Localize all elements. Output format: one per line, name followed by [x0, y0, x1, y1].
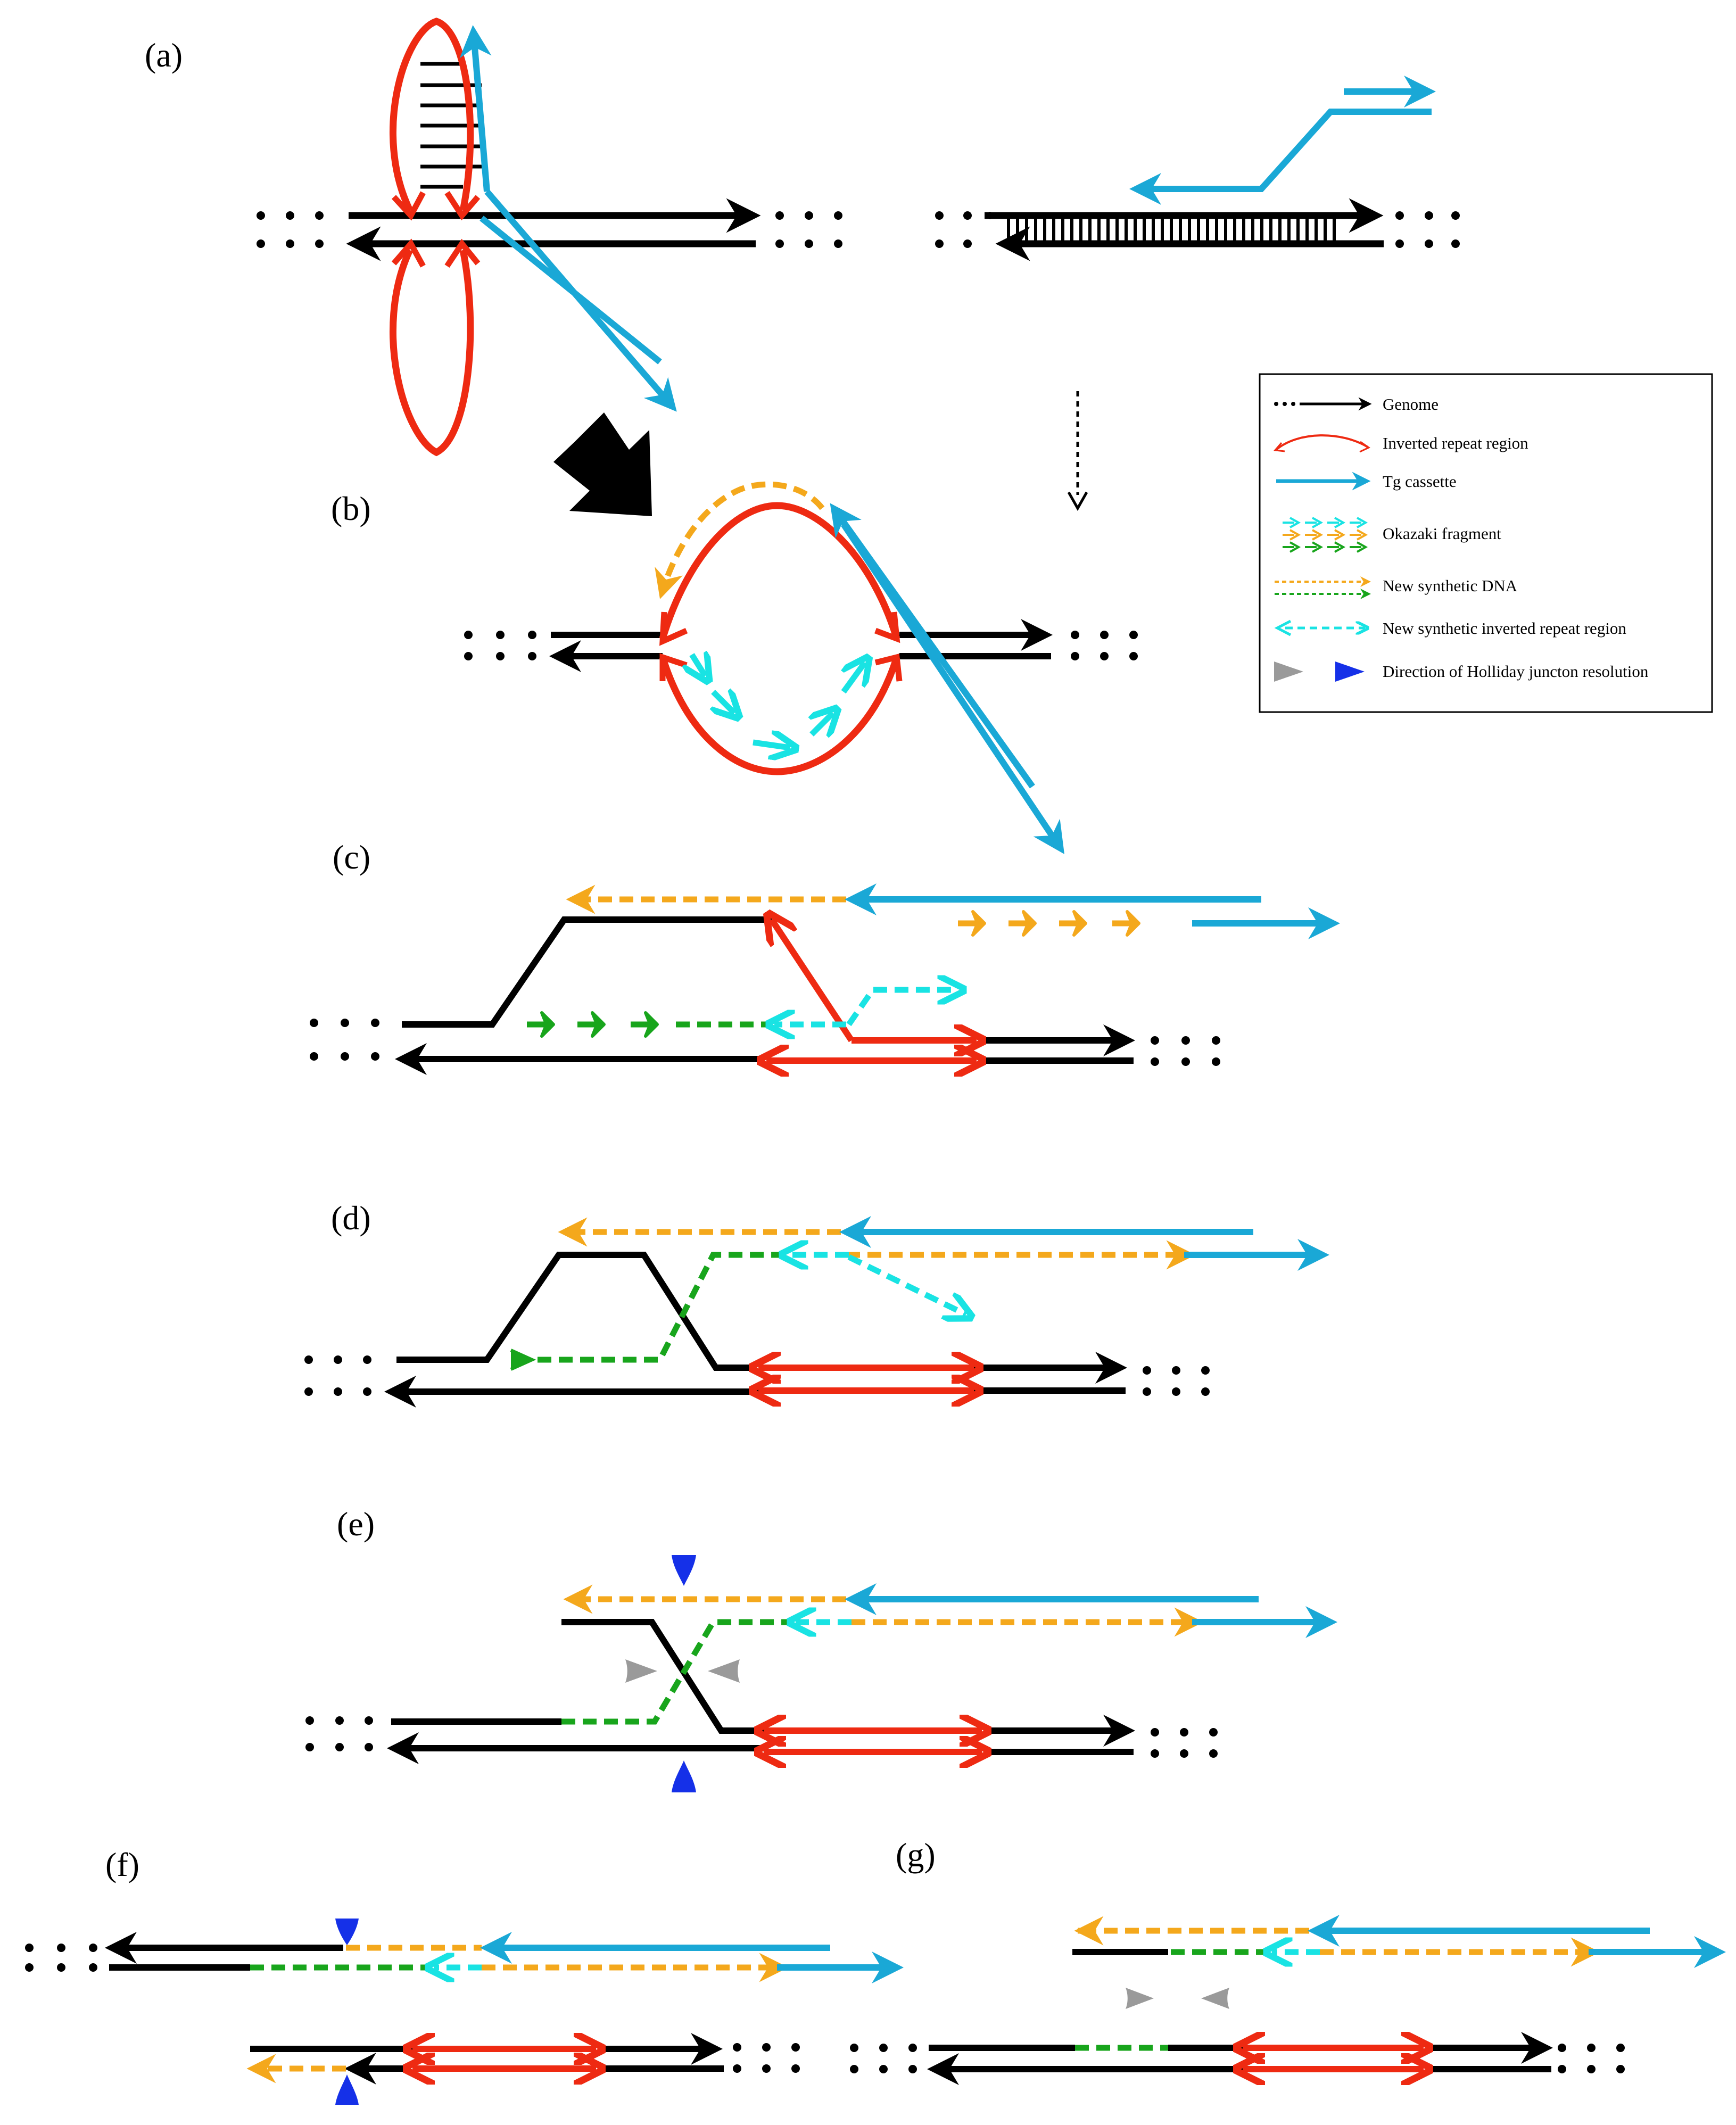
progression-arrow-a-to-b: [553, 412, 652, 516]
panel-label-g: (g): [896, 1836, 936, 1874]
panel-e-new-dna-green: [561, 1619, 793, 1725]
legend-new-dna-label: New synthetic DNA: [1383, 576, 1518, 595]
panel-f-hj-blue-bottom: [335, 2074, 359, 2105]
legend-hj-symbol: [1274, 662, 1365, 682]
panel-b-genome-dots: [464, 631, 1138, 660]
panel-b-new-synthetic-dna: [655, 481, 825, 599]
panel-c-new-ir-forward: [846, 990, 958, 1027]
panel-b-ir-lower-arc: [659, 656, 900, 775]
panel-c-genome-dots: [310, 1019, 1220, 1066]
panel-label-c: (c): [333, 838, 370, 876]
inverted-repeat-arrowheads: [391, 191, 481, 268]
legend-genome-symbol: [1274, 397, 1372, 411]
okazaki-fragment: [644, 1011, 659, 1038]
tg-cassette-upper-strand: [459, 25, 492, 192]
panel-c-okazaki-green: [527, 1011, 659, 1038]
panel-c: (c): [310, 838, 1340, 1066]
panel-b-new-ir-okazaki: [692, 655, 865, 748]
panel-d-genome-dots: [304, 1355, 1210, 1396]
panel-g: (g): [850, 1836, 1726, 2085]
inverted-repeat-lower-hairpin: [389, 249, 474, 457]
panel-d-displaced-genome-strand: [396, 1252, 756, 1371]
panel-e: (e): [305, 1505, 1337, 1792]
panel-b-ir-arrowheads: [659, 611, 903, 682]
legend-inverted-repeat-symbol: [1275, 434, 1369, 451]
okazaki-fragment: [812, 713, 833, 734]
panel-f: (f): [25, 1846, 904, 2105]
panel-g-genome-dots: [850, 2044, 1625, 2073]
legend-new-dna-symbol: [1275, 576, 1371, 599]
genome-dots-right: [935, 211, 1460, 248]
panel-a: (a): [145, 18, 1460, 516]
tg-cassette-diagonal-b: [480, 216, 662, 365]
panel-b-ir-upper-arc: [659, 502, 900, 640]
okazaki-fragment: [591, 1011, 606, 1038]
panel-e-hj-gray-right: [708, 1659, 740, 1683]
panel-e-crossover-genome-strand: [561, 1619, 764, 1734]
panel-d-new-dna-green: [538, 1252, 788, 1363]
legend: Genome Inverted repeat region Tg cassett…: [1259, 373, 1713, 713]
annealed-base-pairs: [1007, 218, 1336, 242]
panel-c-ir-diagonal: [772, 920, 855, 1043]
legend-okazaki-symbol: [1283, 517, 1368, 553]
panel-f-hj-blue-top: [335, 1919, 359, 1945]
panel-c-invading-genome-strand: [402, 916, 772, 1028]
legend-tg-cassette-label: Tg cassette: [1383, 472, 1457, 491]
legend-inverted-repeat-label: Inverted repeat region: [1383, 434, 1528, 452]
okazaki-fragment: [753, 742, 790, 748]
panel-e-hj-blue-bottom: [672, 1760, 696, 1792]
legend-okazaki-label: Okazaki fragment: [1383, 524, 1501, 543]
panel-g-hj-gray-right: [1201, 1988, 1229, 2009]
panel-c-okazaki-orange: [958, 910, 1140, 937]
panel-d-ir-double: [758, 1368, 974, 1391]
panel-e-genome-dots: [305, 1716, 1218, 1758]
okazaki-fragment: [692, 655, 705, 676]
legend-new-ir-symbol: [1274, 619, 1365, 636]
legend-new-ir-label: New synthetic inverted repeat region: [1383, 619, 1626, 638]
panel-e-ir-double: [764, 1731, 982, 1752]
panel-b: (b): [331, 481, 1138, 854]
okazaki-fragment: [1022, 910, 1037, 937]
okazaki-fragment: [971, 910, 986, 937]
panel-e-hj-gray-left: [625, 1659, 657, 1683]
panel-label-f: (f): [105, 1846, 139, 1883]
panel-e-hj-blue-top: [672, 1555, 696, 1586]
okazaki-fragment: [1072, 910, 1087, 937]
inverted-repeat-upper-hairpin: [390, 18, 474, 212]
panel-b-tg-strand-b: [841, 522, 1065, 854]
panel-g-hj-gray-left: [1126, 1988, 1154, 2009]
dotted-arrow-head: [1067, 491, 1088, 511]
genome-dots-left: [257, 211, 842, 248]
panel-d-new-ir-forward: [847, 1254, 966, 1314]
panel-g-ir-double: [1243, 2048, 1424, 2069]
panel-d: (d): [304, 1199, 1329, 1408]
panel-label-e: (e): [337, 1505, 375, 1543]
okazaki-fragment: [1126, 910, 1140, 937]
okazaki-fragment: [540, 1011, 555, 1038]
panel-label-d: (d): [331, 1199, 371, 1237]
panel-label-b: (b): [331, 490, 371, 527]
okazaki-fragment: [713, 692, 734, 713]
tg-cassette-annealed-strand: [1129, 109, 1432, 205]
legend-box: [1259, 373, 1713, 713]
panel-f-genome-dots: [25, 1944, 800, 2073]
panel-f-ir-double: [412, 2049, 596, 2069]
legend-genome-label: Genome: [1383, 395, 1439, 414]
legend-hj-label: Direction of Holliday juncton resolution: [1383, 662, 1649, 681]
panel-label-a: (a): [145, 36, 183, 74]
okazaki-fragment: [844, 663, 865, 694]
